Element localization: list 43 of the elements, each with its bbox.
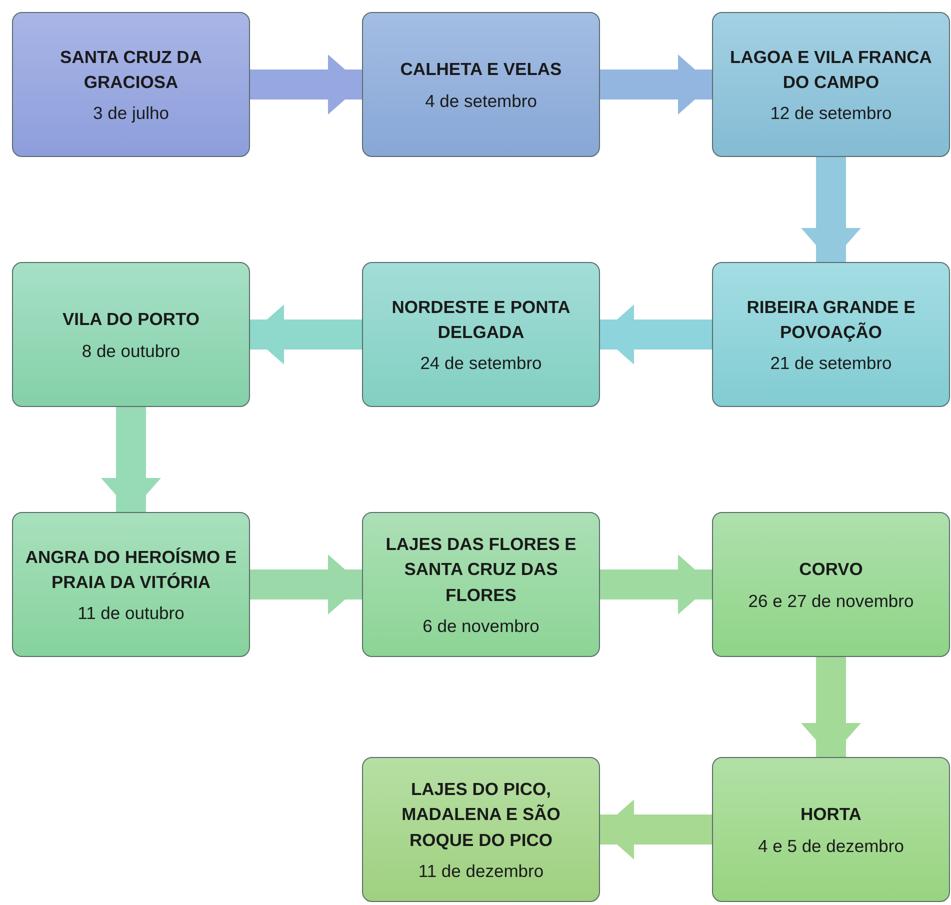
block-arrow bbox=[250, 54, 362, 114]
date-text: 6 de novembro bbox=[422, 616, 540, 638]
location-heading: ANGRA DO HEROÍSMO E PRAIA DA VITÓRIA bbox=[24, 546, 238, 594]
location-heading: LAGOA E VILA FRANCA DO CAMPO bbox=[729, 46, 933, 94]
location-heading: CORVO bbox=[799, 558, 863, 582]
block-arrow bbox=[801, 157, 861, 262]
date-text: 4 de setembro bbox=[425, 90, 537, 112]
date-text: 11 de outubro bbox=[78, 603, 184, 624]
process-box bbox=[12, 512, 250, 657]
location-heading: SANTA CRUZ DA GRACIOSA bbox=[59, 46, 203, 94]
block-arrow bbox=[101, 407, 161, 512]
location-heading: VILA DO PORTO bbox=[62, 308, 200, 332]
process-box bbox=[712, 12, 950, 157]
block-arrow bbox=[600, 800, 712, 860]
block-arrow bbox=[600, 554, 712, 614]
date-text: 21 de setembro bbox=[770, 353, 892, 374]
process-box bbox=[362, 512, 600, 657]
process-box bbox=[362, 757, 600, 902]
date-text: 4 e 5 de dezembro bbox=[758, 836, 904, 857]
date-text: 3 de julho bbox=[93, 103, 169, 124]
process-box bbox=[712, 757, 950, 902]
location-heading: LAJES DO PICO, MADALENA E SÃO ROQUE DO PICO bbox=[400, 778, 562, 852]
block-arrow bbox=[600, 304, 712, 364]
process-box bbox=[712, 262, 950, 407]
location-heading: HORTA bbox=[800, 803, 862, 826]
date-text: 24 de setembro bbox=[420, 353, 542, 374]
process-box bbox=[712, 512, 950, 657]
location-heading: NORDESTE E PONTA DELGADA bbox=[390, 296, 572, 344]
process-box bbox=[12, 262, 250, 407]
block-arrow bbox=[600, 54, 712, 114]
block-arrow bbox=[250, 304, 362, 364]
location-heading: RIBEIRA GRANDE E POVOAÇÃO bbox=[746, 296, 916, 344]
date-text: 8 de outubro bbox=[82, 340, 180, 362]
date-text: 12 de setembro bbox=[770, 103, 892, 124]
location-heading: CALHETA E VELAS bbox=[400, 58, 562, 82]
process-box bbox=[362, 12, 600, 157]
date-text: 26 e 27 de novembro bbox=[748, 590, 914, 612]
location-heading: LAJES DAS FLORES E SANTA CRUZ DAS FLORES bbox=[384, 532, 578, 607]
block-arrow bbox=[250, 554, 362, 614]
process-box bbox=[12, 12, 250, 157]
date-text: 11 de dezembro bbox=[418, 861, 544, 882]
process-box bbox=[362, 262, 600, 407]
block-arrow bbox=[801, 657, 861, 757]
